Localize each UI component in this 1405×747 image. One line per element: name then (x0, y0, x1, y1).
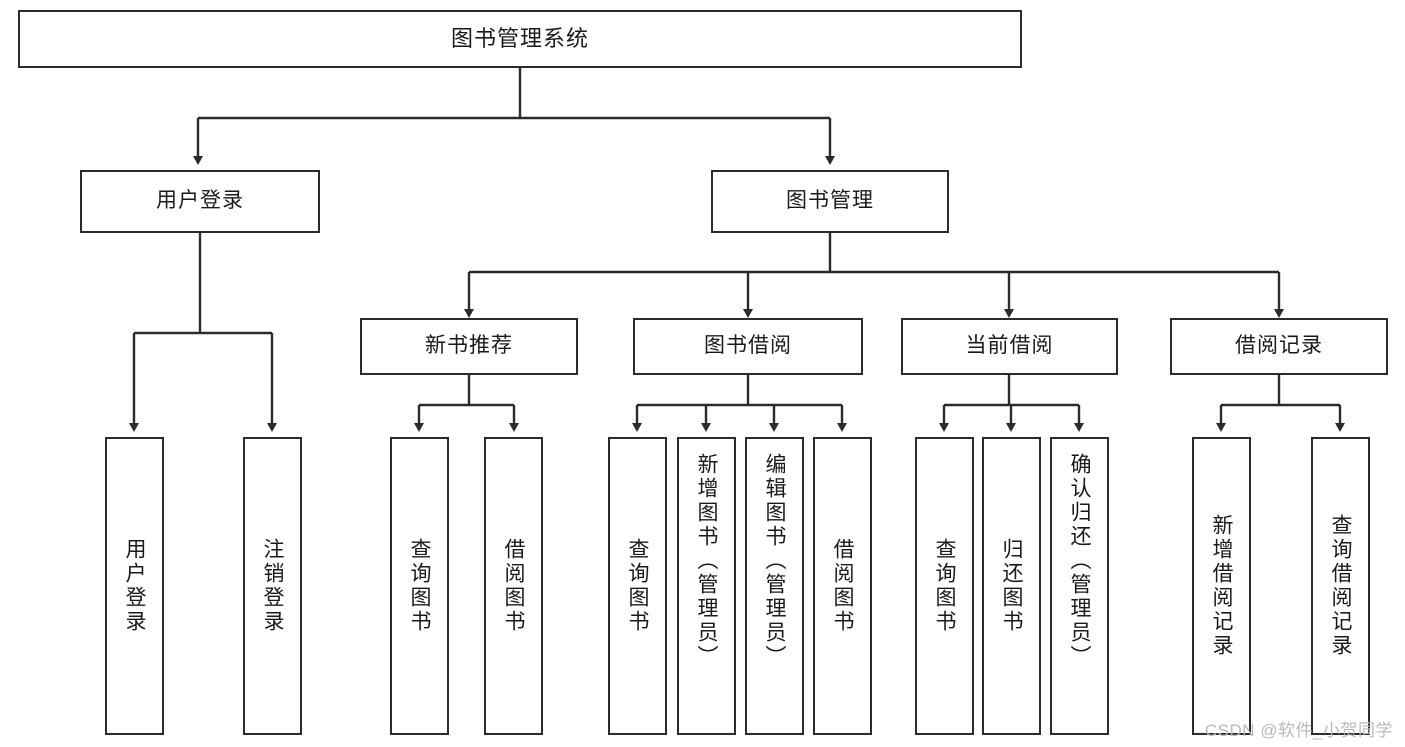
node-leaf-return-book[interactable]: 归还图书 (982, 437, 1041, 735)
node-label: 确认归还（管理员） (1068, 453, 1091, 669)
node-label: 用户登录 (123, 538, 146, 634)
node-leaf-edit-book[interactable]: 编辑图书（管理员） (745, 437, 804, 735)
node-leaf-query-book-3[interactable]: 查询图书 (915, 437, 974, 735)
node-leaf-borrow-book-1[interactable]: 借阅图书 (484, 437, 543, 735)
node-leaf-user-login[interactable]: 用户登录 (105, 437, 164, 735)
node-current-borrow[interactable]: 当前借阅 (901, 318, 1118, 375)
node-label: 借阅记录 (1235, 334, 1323, 358)
node-label: 新增借阅记录 (1210, 514, 1233, 658)
node-label: 当前借阅 (965, 334, 1054, 358)
node-label: 新增图书（管理员） (695, 453, 718, 669)
node-label: 借阅图书 (831, 538, 854, 634)
node-label: 编辑图书（管理员） (763, 453, 786, 669)
node-leaf-query-book-2[interactable]: 查询图书 (608, 437, 667, 735)
node-label: 注销登录 (261, 538, 284, 634)
node-leaf-borrow-book-2[interactable]: 借阅图书 (813, 437, 872, 735)
node-label: 查询借阅记录 (1329, 514, 1352, 658)
node-book-management-system[interactable]: 图书管理系统 (18, 10, 1022, 68)
watermark-text: CSDN @软件_小贺同学 (1204, 721, 1393, 740)
node-borrow-record[interactable]: 借阅记录 (1170, 318, 1388, 375)
node-user-login[interactable]: 用户登录 (80, 170, 320, 233)
node-leaf-add-record[interactable]: 新增借阅记录 (1192, 437, 1251, 735)
node-label: 查询图书 (933, 538, 956, 634)
node-label: 新书推荐 (425, 334, 513, 358)
node-leaf-add-book[interactable]: 新增图书（管理员） (677, 437, 736, 735)
node-label: 图书管理 (786, 189, 874, 213)
node-new-book-recommend[interactable]: 新书推荐 (360, 318, 578, 375)
node-leaf-query-record[interactable]: 查询借阅记录 (1311, 437, 1370, 735)
node-label: 查询图书 (408, 538, 431, 634)
node-book-borrow[interactable]: 图书借阅 (633, 318, 863, 375)
node-leaf-user-logout[interactable]: 注销登录 (243, 437, 302, 735)
node-label: 用户登录 (156, 189, 244, 213)
node-label: 查询图书 (626, 538, 649, 634)
node-book-manage[interactable]: 图书管理 (711, 170, 949, 233)
node-leaf-query-book-1[interactable]: 查询图书 (390, 437, 449, 735)
node-label: 借阅图书 (502, 538, 525, 634)
node-leaf-confirm-return[interactable]: 确认归还（管理员） (1050, 437, 1109, 735)
node-label: 归还图书 (1000, 538, 1023, 634)
node-label: 图书管理系统 (450, 26, 589, 52)
node-label: 图书借阅 (704, 334, 792, 358)
